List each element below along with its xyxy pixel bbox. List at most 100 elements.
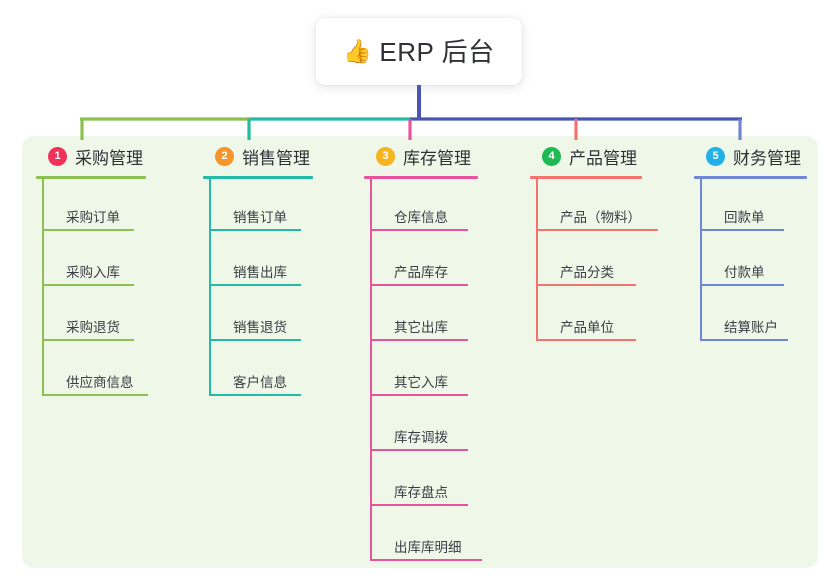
branch-number-badge: 2 (215, 146, 234, 166)
branch-header-2[interactable]: 2 销售管理 (203, 143, 313, 169)
branch-column-5: 5 财务管理回款单付款单结算账户 (694, 143, 807, 341)
branch-item-underline (536, 339, 636, 341)
root-node-title: ERP 后台 (379, 37, 495, 67)
branch-item-underline (700, 339, 788, 341)
branch-item-label: 销售出库 (233, 265, 287, 280)
branch-title: 采购管理 (75, 148, 143, 168)
branch-item-underline (370, 559, 482, 561)
branch-number-badge: 1 (48, 146, 67, 166)
branch-item-underline (700, 229, 784, 231)
branch-underline (364, 176, 478, 179)
branch-item[interactable]: 销售出库 (203, 231, 313, 286)
branch-item-label: 出库库明细 (394, 540, 462, 555)
branch-title: 库存管理 (403, 148, 471, 168)
branch-title: 产品管理 (569, 148, 637, 168)
branch-item-label: 产品库存 (394, 265, 448, 280)
branch-item[interactable]: 结算账户 (694, 286, 807, 341)
branch-item[interactable]: 出库库明细 (364, 506, 482, 561)
branch-item[interactable]: 产品单位 (530, 286, 642, 341)
branch-underline (36, 176, 146, 179)
branch-item-underline (370, 284, 468, 286)
branch-item-label: 销售退货 (233, 320, 287, 335)
branch-item-label: 仓库信息 (394, 210, 448, 225)
branch-item[interactable]: 产品库存 (364, 231, 478, 286)
branch-header-1[interactable]: 1 采购管理 (36, 143, 146, 169)
diagram-backdrop-panel (22, 136, 818, 568)
branch-header-3[interactable]: 3 库存管理 (364, 143, 478, 169)
branch-spine (209, 179, 211, 396)
branch-item-list: 销售订单销售出库销售退货客户信息 (203, 179, 313, 396)
branch-number-badge: 3 (376, 146, 395, 166)
branch-item-underline (209, 394, 301, 396)
branch-item-underline (42, 339, 134, 341)
branch-item[interactable]: 其它出库 (364, 286, 478, 341)
branch-item-underline (370, 449, 468, 451)
branch-item[interactable]: 库存盘点 (364, 451, 478, 506)
branch-item-label: 其它出库 (394, 320, 448, 335)
branch-item-label: 采购订单 (66, 210, 120, 225)
branch-item[interactable]: 仓库信息 (364, 179, 478, 231)
branch-header-5[interactable]: 5 财务管理 (694, 143, 807, 169)
root-node-card[interactable]: 👍 ERP 后台 (316, 18, 522, 85)
branch-number-badge: 4 (542, 146, 561, 166)
branch-column-4: 4 产品管理产品（物料） 产品分类产品单位 (530, 143, 658, 341)
branch-item-label: 客户信息 (233, 375, 287, 390)
thumbs-up-icon: 👍 (343, 37, 373, 64)
branch-item-list: 回款单付款单结算账户 (694, 179, 807, 341)
branch-item[interactable]: 供应商信息 (36, 341, 148, 396)
branch-item[interactable]: 销售订单 (203, 179, 313, 231)
branch-item[interactable]: 产品（物料） (530, 179, 658, 231)
branch-item[interactable]: 采购入库 (36, 231, 146, 286)
branch-item[interactable]: 其它入库 (364, 341, 478, 396)
branch-item-underline (536, 229, 658, 231)
root-node-content: 👍 ERP 后台 (343, 32, 494, 69)
branch-item-label: 库存盘点 (394, 485, 448, 500)
branch-spine (536, 179, 538, 341)
branch-spine (42, 179, 44, 396)
branch-item-underline (700, 284, 784, 286)
branch-item-label: 产品单位 (560, 320, 614, 335)
branch-item-underline (209, 284, 301, 286)
branch-item-underline (42, 284, 134, 286)
branch-item-underline (209, 229, 301, 231)
branch-column-3: 3 库存管理仓库信息产品库存其它出库其它入库库存调拨库存盘点出库库明细 (364, 143, 482, 561)
branch-item-underline (370, 339, 468, 341)
branch-item-label: 产品分类 (560, 265, 614, 280)
branch-underline (694, 176, 807, 179)
branch-item[interactable]: 销售退货 (203, 286, 313, 341)
branch-column-2: 2 销售管理销售订单销售出库销售退货客户信息 (203, 143, 313, 396)
branch-item-list: 产品（物料） 产品分类产品单位 (530, 179, 658, 341)
branch-spine (700, 179, 702, 341)
branch-item[interactable]: 采购退货 (36, 286, 146, 341)
branch-item-label: 回款单 (724, 210, 765, 225)
branch-header-4[interactable]: 4 产品管理 (530, 143, 642, 169)
branch-item-underline (209, 339, 301, 341)
branch-item-label: 采购退货 (66, 320, 120, 335)
branch-underline (530, 176, 642, 179)
branch-item-label: 销售订单 (233, 210, 287, 225)
branch-item-underline (42, 229, 134, 231)
branch-item-label: 供应商信息 (66, 375, 134, 390)
branch-number-badge: 5 (706, 146, 725, 166)
branch-item[interactable]: 产品分类 (530, 231, 642, 286)
branch-item-underline (370, 229, 468, 231)
branch-title: 销售管理 (242, 148, 310, 168)
branch-item[interactable]: 采购订单 (36, 179, 146, 231)
branch-item[interactable]: 库存调拨 (364, 396, 478, 451)
branch-underline (203, 176, 313, 179)
branch-item[interactable]: 回款单 (694, 179, 807, 231)
branch-item-list: 采购订单采购入库采购退货供应商信息 (36, 179, 148, 396)
branch-item-label: 结算账户 (724, 320, 778, 335)
branch-item-label: 库存调拨 (394, 430, 448, 445)
branch-title: 财务管理 (733, 148, 801, 168)
branch-item[interactable]: 客户信息 (203, 341, 313, 396)
branch-item-list: 仓库信息产品库存其它出库其它入库库存调拨库存盘点出库库明细 (364, 179, 482, 561)
branch-column-1: 1 采购管理采购订单采购入库采购退货供应商信息 (36, 143, 148, 396)
branch-item-label: 其它入库 (394, 375, 448, 390)
branch-spine (370, 179, 372, 561)
branch-item-label: 采购入库 (66, 265, 120, 280)
branch-item-underline (370, 504, 468, 506)
branch-item[interactable]: 付款单 (694, 231, 807, 286)
branch-item-label: 产品（物料） (560, 210, 641, 225)
